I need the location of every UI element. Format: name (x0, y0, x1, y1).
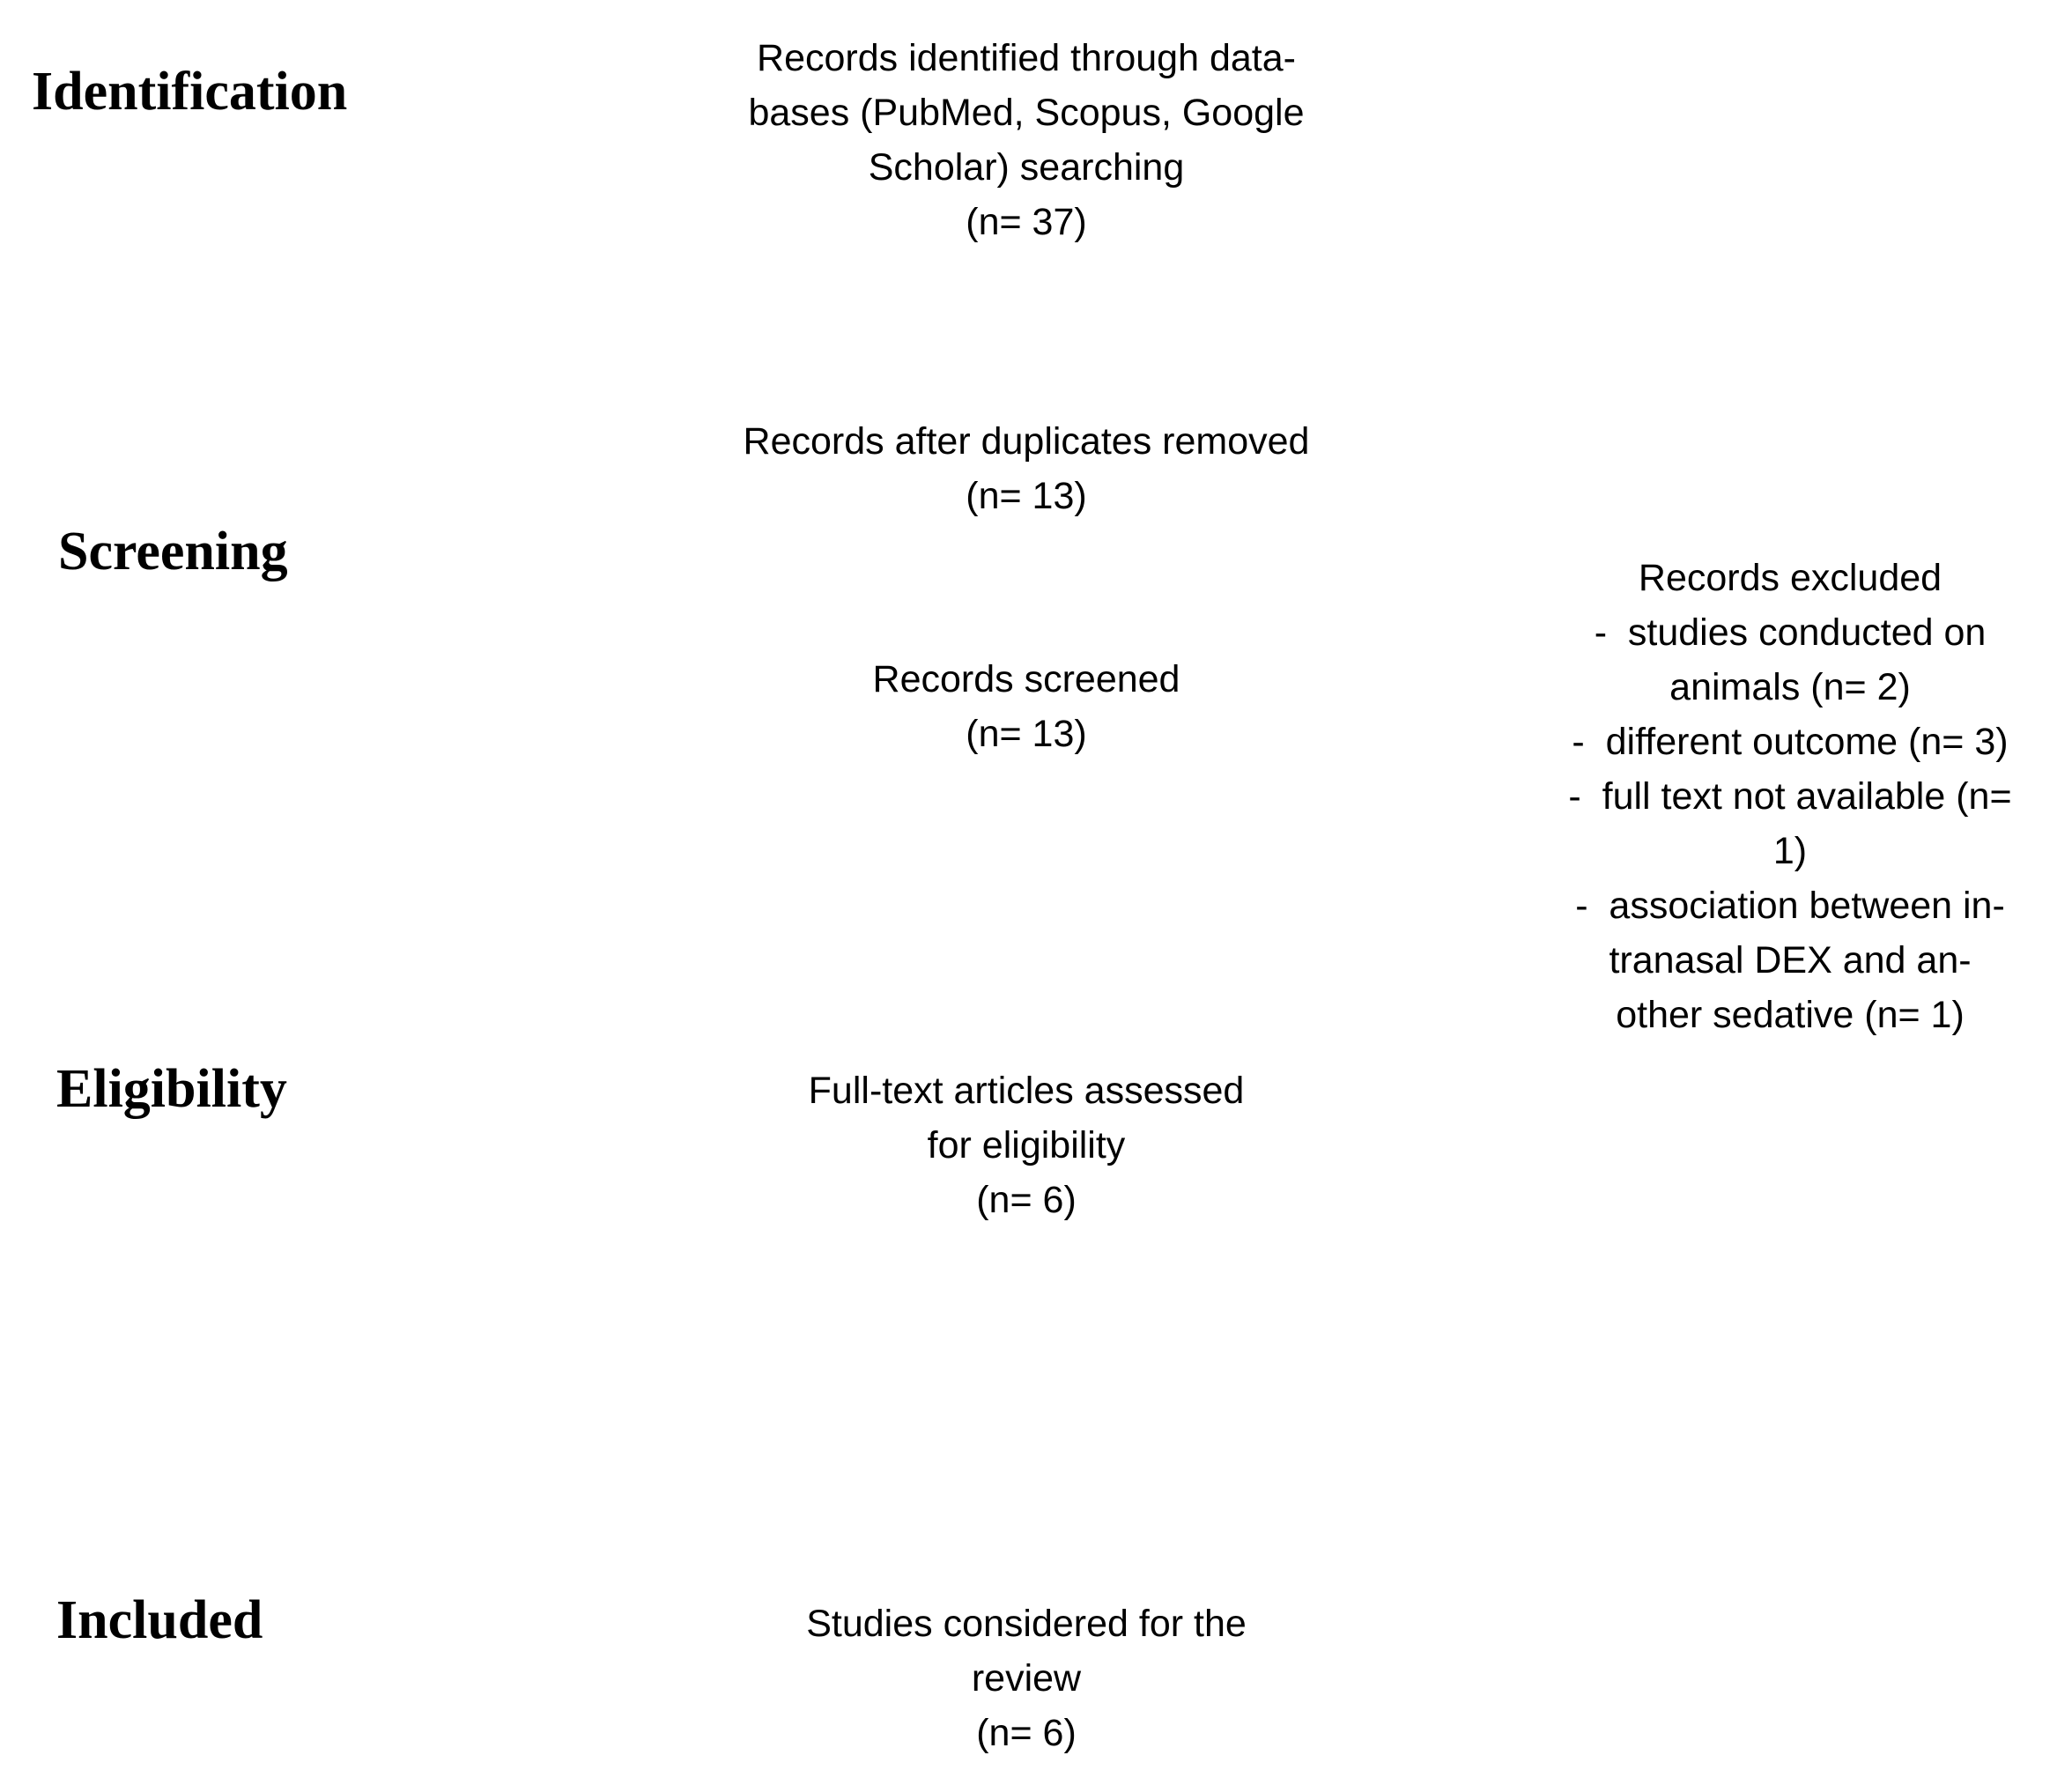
box-records-identified: Records identified through data- bases (… (674, 31, 1379, 249)
stage-label-screening: Screening (58, 522, 288, 581)
stage-label-eligibility: Eligibility (56, 1059, 287, 1119)
box-duplicates-removed-count: (n= 13) (966, 475, 1087, 517)
stage-label-included: Included (56, 1590, 263, 1650)
records-excluded-title: Records excluded (1638, 557, 1942, 599)
excluded-item-outcome: - different outcome (n= 3) (1572, 721, 2009, 763)
box-studies-included-line-1: Studies considered for the (806, 1603, 1247, 1645)
box-duplicates-removed: Records after duplicates removed (n= 13) (674, 414, 1379, 523)
stage-label-identification: Identification (32, 62, 348, 122)
box-fulltext-assessed: Full-text articles assessed for eligibil… (674, 1063, 1379, 1227)
box-duplicates-removed-line-1: Records after duplicates removed (743, 420, 1310, 463)
box-records-screened-count: (n= 13) (966, 713, 1087, 755)
excluded-item-fulltext-2: 1) (1772, 830, 1808, 872)
box-records-excluded: Records excluded - studies conducted on … (1517, 551, 2063, 1042)
box-records-identified-line-3: Scholar) searching (868, 146, 1185, 189)
excluded-item-association-1: - association between in- (1575, 885, 2005, 927)
box-records-identified-count: (n= 37) (966, 201, 1087, 243)
box-studies-included: Studies considered for the review (n= 6) (674, 1596, 1379, 1760)
box-fulltext-assessed-line-2: for eligibility (927, 1124, 1126, 1167)
box-records-screened-line-1: Records screened (872, 658, 1180, 700)
box-records-identified-line-2: bases (PubMed, Scopus, Google (748, 92, 1305, 134)
excluded-item-fulltext-1: - full text not available (n= (1568, 775, 2012, 818)
box-studies-included-count: (n= 6) (976, 1712, 1077, 1754)
box-records-screened: Records screened (n= 13) (674, 652, 1379, 761)
excluded-item-animals-2: animals (n= 2) (1669, 666, 1911, 708)
box-records-identified-line-1: Records identified through data- (757, 37, 1296, 79)
box-studies-included-line-2: review (971, 1657, 1082, 1700)
excluded-item-animals-1: - studies conducted on (1594, 611, 1987, 654)
box-fulltext-assessed-line-1: Full-text articles assessed (808, 1070, 1245, 1112)
box-fulltext-assessed-count: (n= 6) (976, 1179, 1077, 1221)
excluded-item-association-3: other sedative (n= 1) (1616, 994, 1965, 1036)
excluded-item-association-2: tranasal DEX and an- (1609, 939, 1972, 981)
